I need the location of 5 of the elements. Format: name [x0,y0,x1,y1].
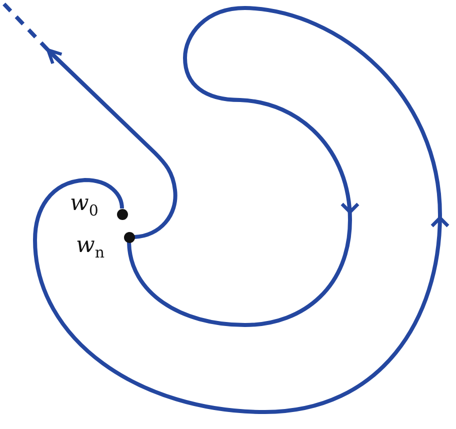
ray-arrow [46,48,178,239]
point-label: w$_{n}$ [76,234,105,264]
point-dot [116,208,128,220]
point-dot [124,232,134,242]
point-label: w$_{0}$ [70,192,98,222]
